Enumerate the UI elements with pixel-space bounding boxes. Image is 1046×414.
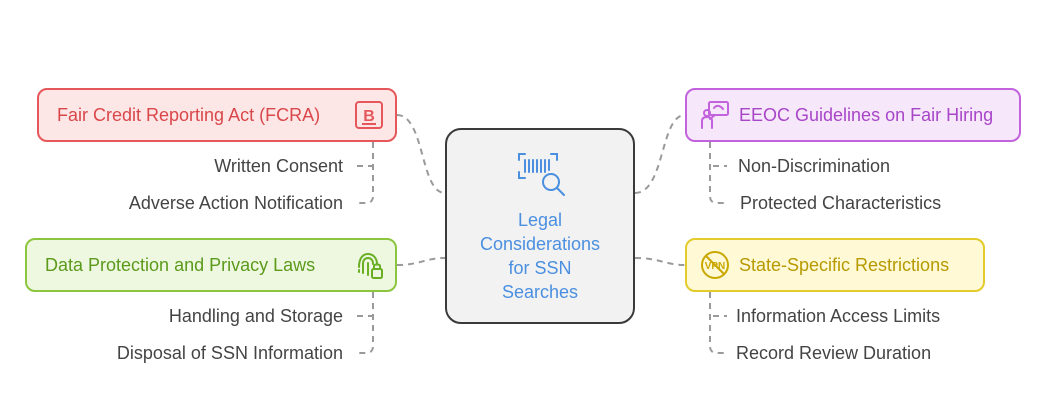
topic-state-restrictions: VPN State-Specific Restrictions [685, 238, 985, 292]
fcra-item-adverse-action: Adverse Action Notification [128, 193, 343, 213]
svg-text:B: B [363, 108, 375, 125]
eeoc-item-protected-characteristics: Protected Characteristics [740, 193, 942, 213]
topic-data-protection-label: Data Protection and Privacy Laws [45, 254, 316, 275]
connector-fcra-items [357, 142, 374, 204]
topic-fcra: Fair Credit Reporting Act (FCRA) B [37, 88, 397, 142]
barcode-search-icon [518, 153, 565, 196]
topic-data-protection: Data Protection and Privacy Laws [25, 238, 397, 292]
connector-data [396, 257, 446, 266]
fingerprint-lock-icon [358, 252, 383, 279]
connector-eeoc-items [709, 142, 727, 204]
central-topic-title: Legal Considerations for SSN Searches [479, 210, 601, 302]
presenter-board-icon [701, 101, 729, 129]
topic-state-label: State-Specific Restrictions [739, 254, 950, 275]
topic-eeoc: EEOC Guidelines on Fair Hiring [685, 88, 1021, 142]
data-item-disposal: Disposal of SSN Information [116, 343, 343, 363]
connector-eeoc [634, 114, 686, 194]
bold-text-icon: B [355, 101, 383, 129]
svg-text:VPN: VPN [705, 261, 726, 272]
connector-state [634, 257, 686, 266]
state-item-review-duration: Record Review Duration [736, 343, 932, 363]
state-item-access-limits: Information Access Limits [736, 306, 941, 326]
no-vpn-icon: VPN [701, 251, 729, 279]
topic-eeoc-label: EEOC Guidelines on Fair Hiring [739, 104, 994, 125]
data-item-handling-storage: Handling and Storage [168, 306, 343, 326]
connector-fcra [396, 114, 446, 194]
connector-state-items [709, 292, 727, 354]
eeoc-item-non-discrimination: Non-Discrimination [738, 156, 891, 176]
connector-data-items [357, 292, 374, 354]
topic-fcra-label: Fair Credit Reporting Act (FCRA) [57, 104, 321, 125]
fcra-item-written-consent: Written Consent [214, 156, 343, 176]
central-topic-box: Legal Considerations for SSN Searches [445, 128, 635, 324]
